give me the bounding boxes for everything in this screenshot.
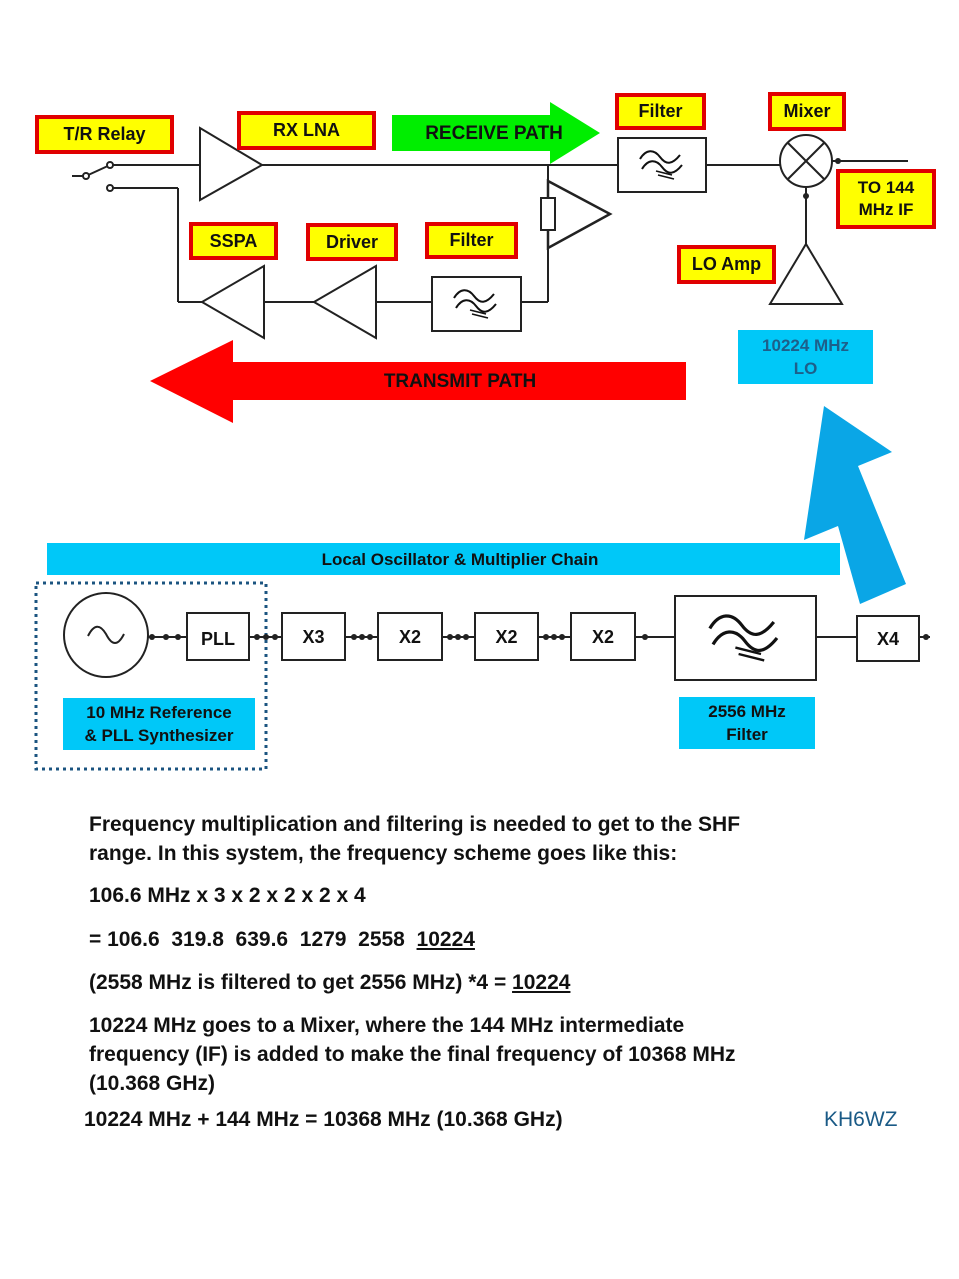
coupler-resistor: [540, 197, 556, 231]
note-multiplier-chain: 106.6 MHz x 3 x 2 x 2 x 2 x 4: [89, 884, 366, 907]
x3-block: [281, 612, 346, 661]
reference-synth-label: 10 MHz Reference & PLL Synthesizer: [63, 698, 255, 750]
pll-label: PLL: [201, 628, 235, 649]
transmit-path-label: TRANSMIT PATH: [383, 371, 537, 392]
lo-chain-banner: [47, 543, 840, 575]
rx-lna-amplifier-symbol: [199, 126, 264, 202]
x3-label: X3: [302, 626, 325, 647]
rx-filter-block: [617, 137, 707, 193]
x2-label-c: X2: [591, 626, 615, 647]
note-frequency-steps: = 106.6 319.8 639.6 1279 2558 10224: [89, 925, 475, 954]
lo-feed-arrow: [804, 406, 906, 604]
x2-block-c: [570, 612, 636, 661]
x2-block-b: [474, 612, 539, 661]
note-filtering: (2558 MHz is filtered to get 2556 MHz) *…: [89, 968, 570, 997]
x2-label-b: X2: [495, 626, 518, 647]
filter-2556-label: 2556 MHz Filter: [679, 697, 815, 749]
relay-contact-common: [82, 172, 90, 180]
tx-filter-block: [431, 276, 522, 332]
tr-relay-label: T/R Relay: [35, 115, 174, 154]
x4-block: [856, 615, 920, 662]
x4-label: X4: [876, 628, 900, 649]
sine-wave-icon: [87, 625, 125, 644]
lo-amp-label: LO Amp: [677, 245, 776, 284]
lo-amp-amplifier-symbol: [768, 242, 844, 305]
rx-filter-label: Filter: [615, 93, 706, 130]
x2-label-a: X2: [398, 626, 422, 647]
sspa-label: SSPA: [189, 222, 278, 260]
junction-dot: [803, 193, 809, 199]
sspa-amplifier-symbol: [200, 264, 265, 340]
lo-chain-title: Local Oscillator & Multiplier Chain: [321, 549, 599, 569]
note-mixer: 10224 MHz goes to a Mixer, where the 144…: [89, 1014, 736, 1095]
x2-block-a: [377, 612, 443, 661]
receive-path-label: RECEIVE PATH: [425, 123, 563, 144]
note-intro: Frequency multiplication and filtering i…: [89, 813, 741, 865]
pll-block: [186, 612, 250, 661]
author-signature: KH6WZ: [824, 1108, 898, 1131]
reference-group-outline: [34, 581, 268, 771]
driver-amplifier-symbol: [312, 264, 377, 340]
transmit-path-arrow: [150, 340, 686, 423]
note-frequency-steps-text: = 106.6 319.8 639.6 1279 2558: [89, 928, 417, 951]
mixer-label: Mixer: [768, 92, 846, 131]
coupler-amplifier-symbol: [546, 178, 613, 251]
to-144-if-label: TO 144 MHz IF: [836, 169, 936, 229]
lo-chain-dots: [149, 634, 929, 640]
lo-10224-label: 10224 MHz LO: [738, 330, 873, 384]
filter-2556-block: [674, 595, 817, 681]
rx-lna-label: RX LNA: [237, 111, 376, 150]
note-final-sum: 10224 MHz + 144 MHz = 10368 MHz (10.368 …: [84, 1108, 563, 1131]
relay-contact-tx: [106, 184, 114, 192]
note-filtering-text: (2558 MHz is filtered to get 2556 MHz) *…: [89, 971, 513, 994]
note-frequency-steps-result: 10224: [416, 928, 475, 951]
relay-contact-rx: [106, 161, 114, 169]
driver-label: Driver: [306, 223, 398, 261]
note-filtering-result: 10224: [512, 971, 571, 994]
tx-filter-label: Filter: [425, 222, 518, 259]
receive-path-arrow: [392, 102, 600, 164]
junction-dot: [835, 158, 841, 164]
rf-wiring: [72, 160, 908, 303]
